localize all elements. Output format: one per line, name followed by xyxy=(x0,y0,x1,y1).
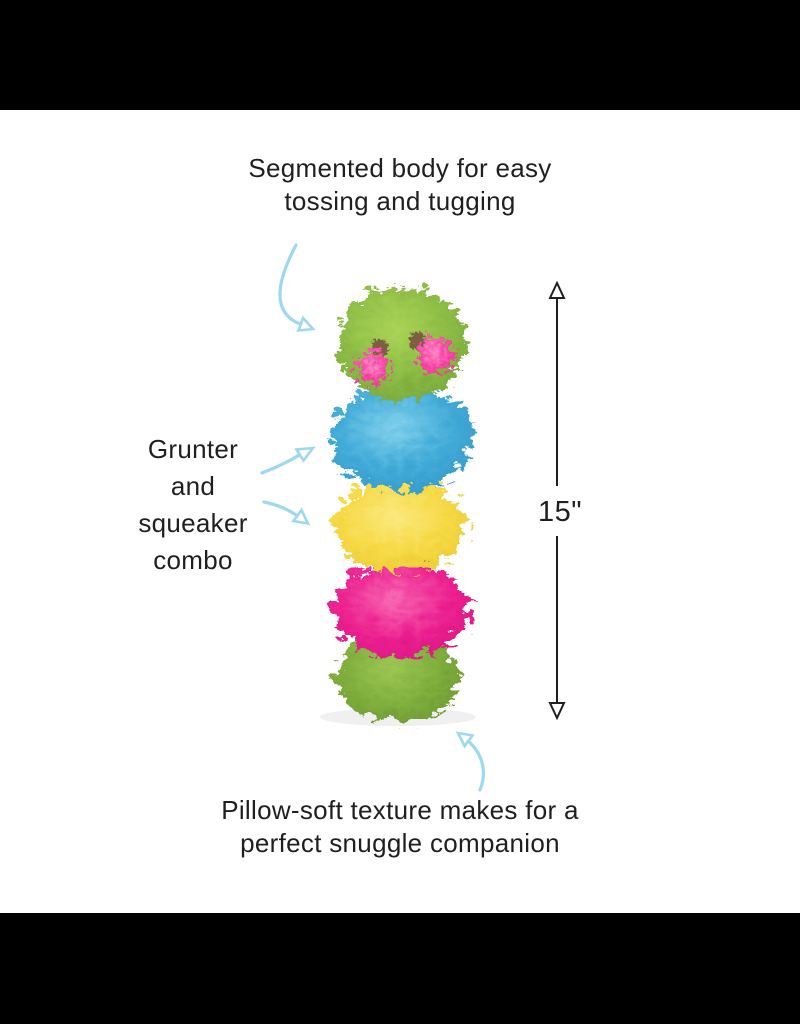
callout-arrows xyxy=(260,243,485,792)
bottom-letterbox-bar xyxy=(0,913,800,1024)
left-caption-line-3: squeaker xyxy=(138,508,248,538)
bottom-caption-line-1: Pillow-soft texture makes for a xyxy=(221,795,579,825)
top-letterbox-bar xyxy=(0,0,800,110)
dimension-arrow-down-icon xyxy=(548,702,566,721)
dimension-line-15-inch xyxy=(548,280,566,721)
plush-caterpillar-toy xyxy=(327,281,467,717)
top-caption-line-2: tossing and tugging xyxy=(284,186,516,216)
left-caption-line-2: and xyxy=(170,471,216,501)
left-lower-callout-arrow-icon xyxy=(262,500,311,526)
bottom-caption: Pillow-soft texture makes for a perfect … xyxy=(0,794,800,860)
measurement-label: 15" xyxy=(537,496,583,528)
toy-tail-segment xyxy=(331,627,453,717)
bottom-caption-line-2: perfect snuggle companion xyxy=(240,828,560,858)
toy-pink-segment xyxy=(328,558,466,652)
top-caption-line-1: Segmented body for easy xyxy=(248,153,552,183)
top-callout-arrow-icon xyxy=(278,243,316,333)
dimension-arrow-up-icon xyxy=(548,280,566,299)
left-upper-callout-arrow-icon xyxy=(260,446,316,475)
toy-right-cheek-tuft xyxy=(412,332,450,370)
toy-blue-segment xyxy=(327,380,467,486)
left-caption-line-4: combo xyxy=(153,545,233,575)
toy-ground-shadow xyxy=(320,708,476,726)
top-caption: Segmented body for easy tossing and tugg… xyxy=(0,152,800,218)
bottom-callout-arrow-icon xyxy=(455,731,485,792)
left-caption: Grunter and squeaker combo xyxy=(93,431,293,579)
toy-left-cheek-tuft xyxy=(353,348,385,380)
left-caption-line-1: Grunter xyxy=(147,434,239,464)
toy-yellow-segment xyxy=(329,475,463,567)
